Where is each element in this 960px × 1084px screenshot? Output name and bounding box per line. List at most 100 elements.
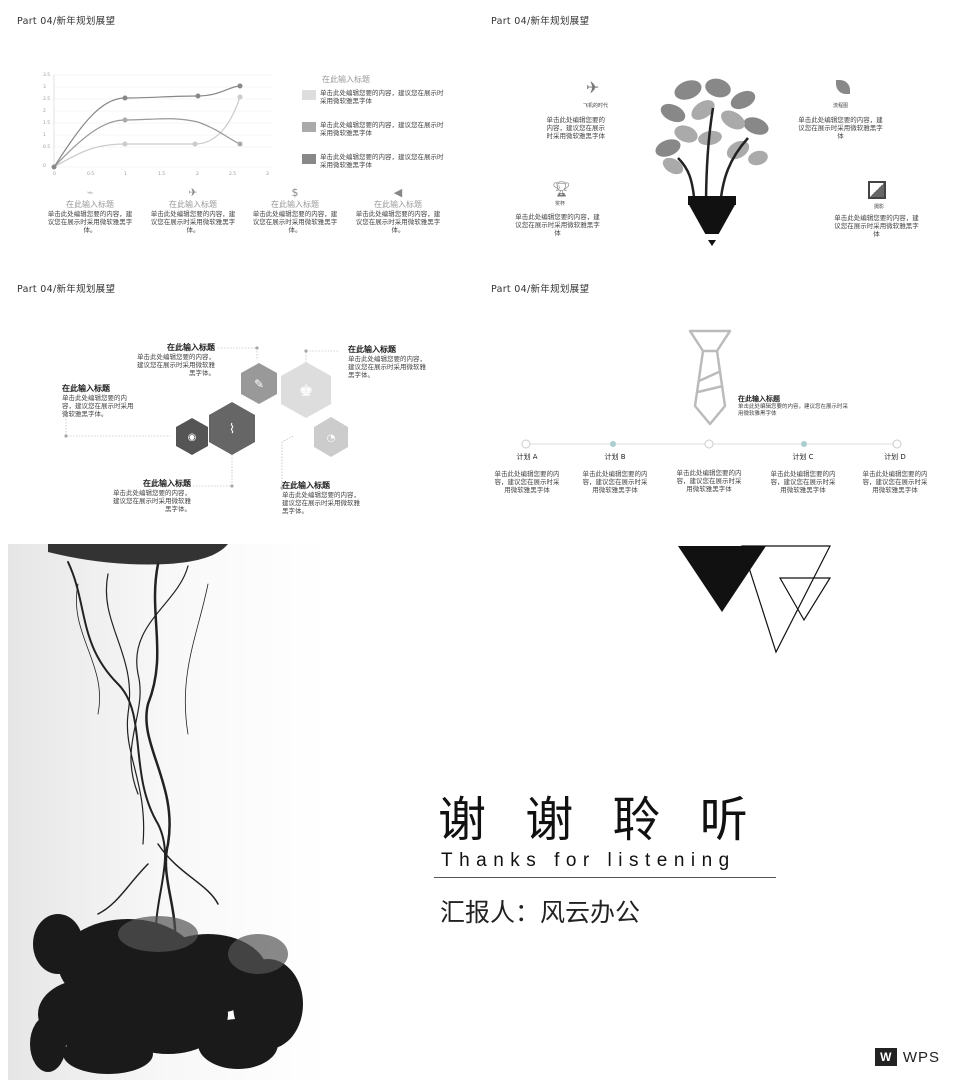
- block-bottom-left: 在此输入标题 单击此处编辑您要的内容，建议您在展示时采用微软雅黑字体。: [113, 478, 191, 513]
- feature-4: ◀ 在此输入标题 单击此处编辑您要的内容，建议您在展示时采用微软雅黑字体。: [353, 186, 443, 234]
- plan-d: 计划 D 单击此处编辑您要的内容，建议您在展示时采用微软雅黑字体: [860, 452, 930, 494]
- slide-1: Part 04/新年规划展望 3.5 3 2.5 2 1.5 1 0.5 0 0…: [0, 0, 470, 262]
- plan-label: 计划 A: [516, 453, 538, 461]
- feature-3: $ 在此输入标题 单击此处编辑您要的内容，建议您在展示时采用微软雅黑字体。: [250, 186, 340, 234]
- feature-title: 在此输入标题: [169, 200, 217, 209]
- legend-text-1: 单击此处编辑您要的内容，建议您在展示时采用微软雅黑字体: [320, 89, 444, 105]
- hexagon-diagram: ✎ ♚ ⌇ ◉ ◔: [64, 346, 348, 490]
- caption-title: 在此输入标题: [738, 395, 780, 403]
- thanks-subtitle: Thanks for listening: [441, 850, 736, 871]
- triangles-decoration: [678, 545, 832, 654]
- legend-text-3: 单击此处编辑您要的内容，建议您在展示时采用微软雅黑字体: [320, 153, 444, 169]
- line-chart: [51, 74, 272, 170]
- feature-text: 单击此处编辑您要的内容，建议您在展示时采用微软雅黑字体。: [47, 210, 133, 234]
- feature-2: ✈ 在此输入标题 单击此处编辑您要的内容，建议您在展示时采用微软雅黑字体。: [148, 186, 238, 234]
- series-3-line: [53, 96, 241, 168]
- block-top-left: 在此输入标题 单击此处编辑您要的内容，建议您在展示时采用微软雅黑字体。: [135, 342, 215, 377]
- slide-4: Part 04/新年规划展望 在此输入标题 单击此处编辑您要的内容，建议您在展示…: [480, 270, 960, 532]
- leaf-icon: [836, 80, 850, 94]
- svg-text:◉: ◉: [188, 432, 197, 443]
- text-block: 单击此处编辑您要的内容，建议您在展示时采用微软雅黑字体: [834, 214, 919, 238]
- x-tick: 1.5: [158, 172, 166, 177]
- plan-label: 计划 D: [884, 453, 906, 461]
- feature-text: 单击此处编辑您要的内容，建议您在展示时采用微软雅黑字体。: [355, 210, 441, 234]
- text-block: 单击此处编辑您要的内容，建议您在展示时采用微软雅黑字体: [546, 116, 606, 140]
- slide-title: Part 04/新年规划展望: [17, 16, 116, 27]
- x-tick: 3: [266, 172, 269, 177]
- plan-label: [674, 452, 744, 461]
- feature-title: 在此输入标题: [66, 200, 114, 209]
- icon-label: 流程图: [833, 103, 849, 109]
- block-text: 单击此处编辑您要的内容，建议您在展示时采用微软雅黑字体。: [113, 489, 191, 513]
- feature-title: 在此输入标题: [374, 200, 422, 209]
- plan-b: 计划 B 单击此处编辑您要的内容，建议您在展示时采用微软雅黑字体: [580, 452, 650, 494]
- block-text: 单击此处编辑您要的内容，建议您在展示时采用微软雅黑字体。: [137, 353, 215, 377]
- wps-logo-text: WPS: [902, 1048, 940, 1066]
- y-tick: 1.5: [43, 121, 51, 126]
- trophy-icon: 🏆︎: [552, 180, 572, 198]
- icon-label: 飞机的时代: [583, 103, 609, 109]
- x-tick: 0: [53, 172, 56, 177]
- growth-chart-icon: [226, 422, 227, 423]
- plan-mid: 单击此处编辑您要的内容，建议您在展示时采用微软雅黑字体: [674, 452, 744, 493]
- block-title: 在此输入标题: [62, 384, 110, 393]
- block-text: 单击此处编辑您要的内容，建议您在展示时采用微软雅黑字体。: [62, 394, 134, 418]
- legend-text-2: 单击此处编辑您要的内容，建议您在展示时采用微软雅黑字体: [320, 121, 444, 137]
- svg-text:⌇: ⌇: [229, 422, 235, 437]
- block-left: 在此输入标题 单击此处编辑您要的内容，建议您在展示时采用微软雅黑字体。: [62, 383, 137, 418]
- dollar-icon: $: [291, 186, 299, 199]
- y-tick: 0: [43, 164, 46, 169]
- text-block: 单击此处编辑您要的内容，建议您在展示时采用微软雅黑字体: [798, 116, 883, 140]
- y-tick: 3.5: [43, 73, 51, 78]
- block-title: 在此输入标题: [348, 345, 396, 354]
- pencil-tree-illustration: [655, 78, 769, 246]
- plan-text: 单击此处编辑您要的内容，建议您在展示时采用微软雅黑字体: [582, 470, 648, 494]
- text-block: 单击此处编辑您要的内容，建议您在展示时采用微软雅黑字体: [515, 213, 600, 237]
- feature-text: 单击此处编辑您要的内容，建议您在展示时采用微软雅黑字体。: [252, 210, 338, 234]
- timeline: [521, 439, 902, 449]
- reporter: 汇报人：风云办公: [440, 898, 641, 927]
- ink-smoke-image: [8, 544, 328, 1080]
- y-tick: 2: [43, 109, 46, 114]
- block-text: 单击此处编辑您要的内容，建议您在展示时采用微软雅黑字体。: [282, 491, 360, 515]
- ball-icon: [186, 431, 187, 432]
- slide-3: Part 04/新年规划展望 ✎ ♚ ⌇ ◉ ◔ 在此输入标题 单击此处编辑您要…: [0, 270, 470, 532]
- x-tick: 1: [124, 172, 127, 177]
- block-top-right: 在此输入标题 单击此处编辑您要的内容，建议您在展示时采用微软雅黑字体。: [348, 344, 426, 379]
- slide-title: Part 04/新年规划展望: [17, 284, 116, 295]
- slide-title: Part 04/新年规划展望: [491, 16, 590, 27]
- legend-swatch-2: [302, 122, 316, 132]
- plan-label: 计划 C: [792, 453, 814, 461]
- chart-icon: ⌁: [86, 186, 94, 199]
- plane-icon: ✈: [586, 78, 600, 97]
- series-2-line: [53, 118, 241, 168]
- block-title: 在此输入标题: [143, 479, 191, 488]
- megaphone-icon: ◀: [393, 186, 403, 199]
- tie-illustration: [688, 329, 732, 426]
- plan-label: 计划 B: [604, 453, 626, 461]
- svg-text:✎: ✎: [254, 377, 264, 391]
- plane-icon: ✈: [188, 186, 198, 199]
- wps-logo: W WPS: [874, 1048, 940, 1066]
- pencil-icon: [253, 374, 254, 375]
- feature-title: 在此输入标题: [271, 200, 319, 209]
- caption-text: 单击此处编辑您要的内容，建议您在展示时采用微软雅黑字体: [738, 404, 849, 417]
- trophy-icon: [300, 382, 301, 383]
- block-title: 在此输入标题: [167, 343, 215, 352]
- y-tick: 2.5: [43, 97, 51, 102]
- plan-text: 单击此处编辑您要的内容，建议您在展示时采用微软雅黑字体: [494, 470, 560, 494]
- icon-label: 奖杯: [555, 201, 566, 207]
- slide-5: 谢 谢 聆 听 Thanks for listening 汇报人：风云办公 W …: [0, 540, 960, 1084]
- image-icon: [868, 181, 886, 199]
- y-tick: 3: [43, 85, 46, 90]
- tie-caption: 在此输入标题 单击此处编辑您要的内容，建议您在展示时采用微软雅黑字体: [738, 394, 848, 418]
- feature-text: 单击此处编辑您要的内容，建议您在展示时采用微软雅黑字体。: [150, 210, 236, 234]
- x-tick: 2: [196, 172, 199, 177]
- divider-line: [434, 877, 776, 878]
- wps-logo-icon: W: [874, 1048, 897, 1066]
- plan-text: 单击此处编辑您要的内容，建议您在展示时采用微软雅黑字体: [676, 469, 742, 493]
- plan-a: 计划 A 单击此处编辑您要的内容，建议您在展示时采用微软雅黑字体: [492, 452, 562, 494]
- plan-text: 单击此处编辑您要的内容，建议您在展示时采用微软雅黑字体: [862, 470, 928, 494]
- pie-icon: [325, 432, 326, 433]
- block-title: 在此输入标题: [282, 481, 330, 490]
